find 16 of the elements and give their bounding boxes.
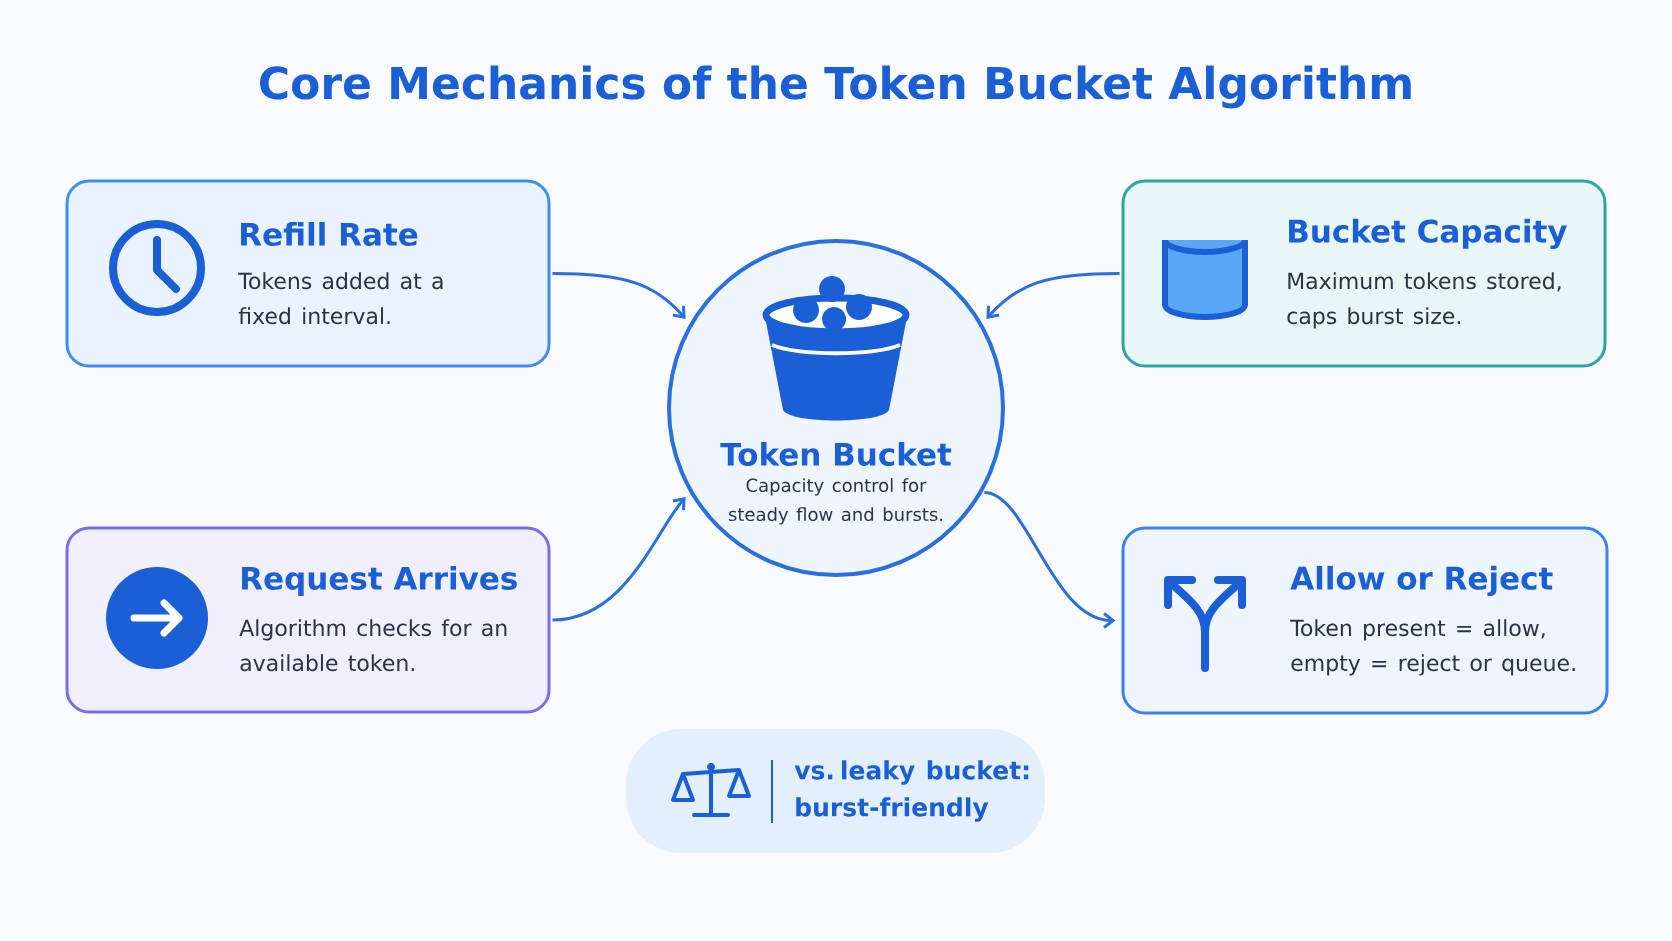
card-heading: Request Arrives [242, 566, 517, 596]
note-text: vs. leaky bucket: burst-friendly [794, 760, 1029, 822]
card-description: Maximum tokens stored, caps burst size. [1287, 272, 1561, 329]
circle-description: Capacity control for steady flow and bursts. [729, 478, 943, 525]
card-description: Tokens added at a fixed interval. [238, 272, 443, 325]
card-heading: Allow or Reject [1290, 565, 1553, 597]
arrow [984, 491, 1116, 629]
card-description: Token present = allow, empty = reject or queue. [1290, 619, 1575, 676]
arrow [552, 497, 686, 622]
arrow [552, 272, 686, 319]
card-heading: Refill Rate [241, 222, 418, 246]
title: Core Mechanics of the Token Bucket Algorithm [260, 65, 1411, 109]
circle-heading: Token Bucket [720, 442, 952, 466]
card-description: Algorithm checks for an available token. [239, 619, 507, 672]
arrow [986, 272, 1120, 319]
card-heading: Bucket Capacity [1289, 218, 1567, 250]
